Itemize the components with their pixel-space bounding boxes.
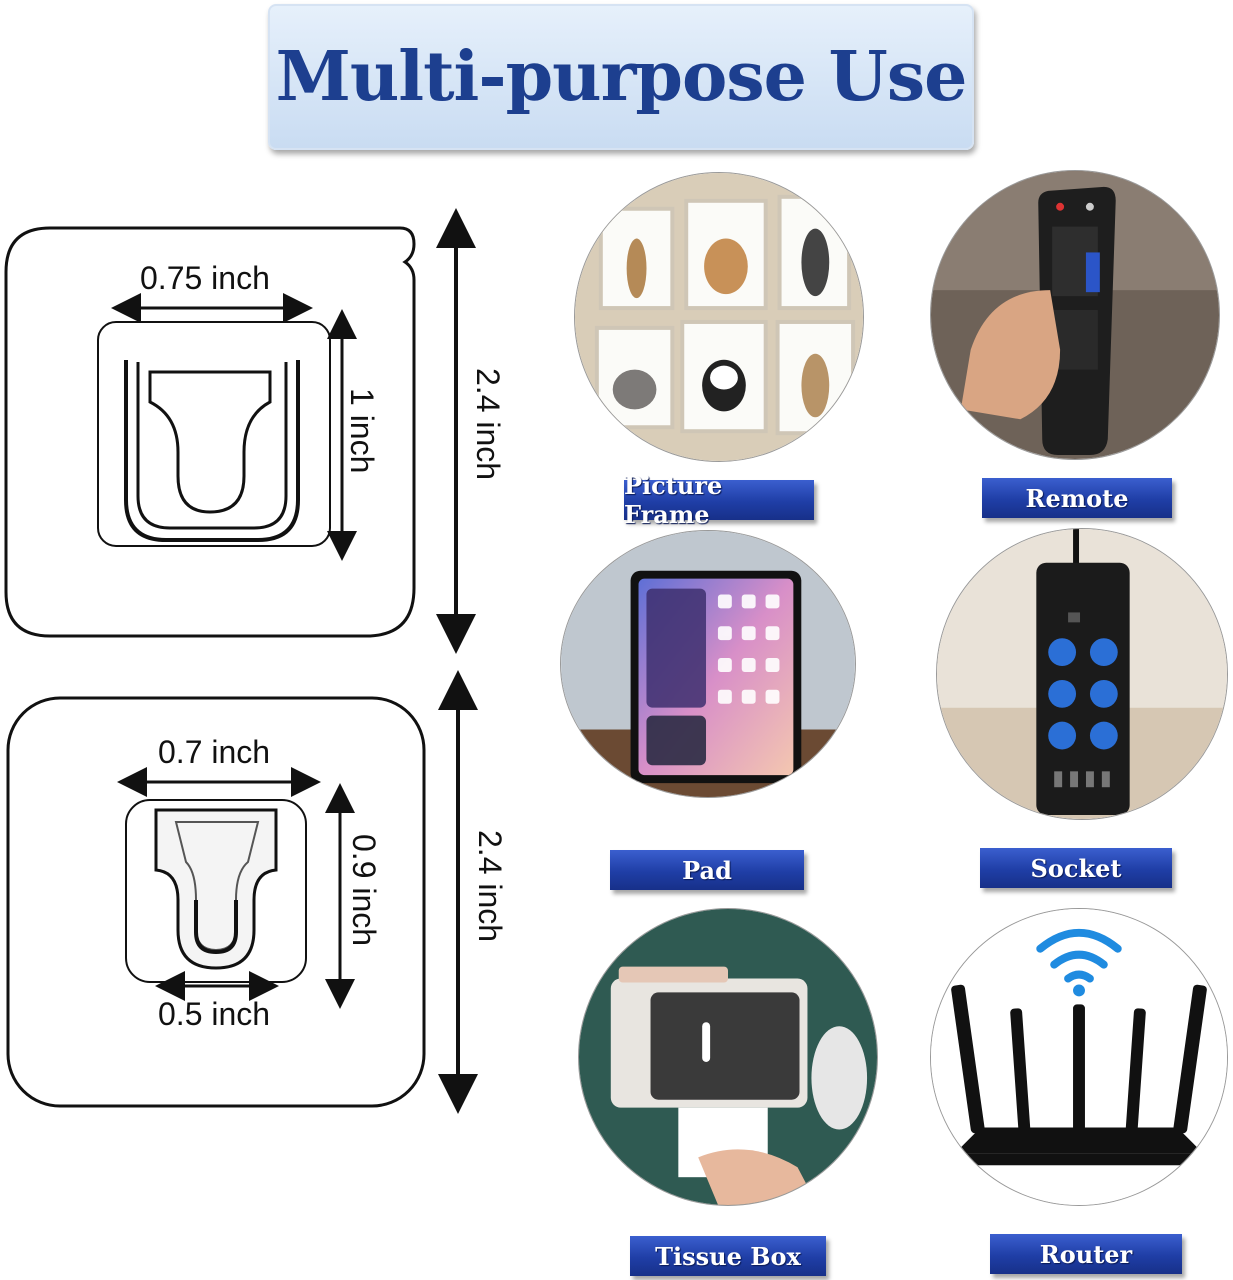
wifi-icon [1036, 928, 1122, 983]
large-hook-width-label: 0.75 inch [140, 260, 270, 296]
router-icon [931, 909, 1227, 1205]
dimension-drawing [4, 208, 478, 1114]
use-label-pad: Pad [610, 850, 804, 890]
use-label-socket: Socket [980, 848, 1172, 888]
tissue-box-photo [578, 908, 878, 1206]
use-label-picture-frame: Picture Frame [624, 471, 814, 529]
remote-photo [930, 170, 1220, 460]
router-photo [930, 908, 1228, 1206]
remote-icon [931, 171, 1219, 459]
tablet-photo [560, 530, 856, 798]
picture-frame-photo [574, 172, 864, 462]
small-hook-width-label: 0.7 inch [158, 734, 271, 770]
power-strip-icon [937, 529, 1227, 819]
title-banner: Multi-purpose Use [268, 4, 974, 150]
small-slot-width-label: 0.5 inch [158, 996, 271, 1032]
tissue-box-icon [579, 909, 877, 1205]
small-pad-size-label: 2.4 inch [472, 830, 508, 943]
large-hook-height-label: 1 inch [344, 388, 380, 474]
picture-frame-icon [575, 173, 863, 461]
banner-title: Multi-purpose Use [275, 37, 968, 117]
dimension-diagrams: 0.75 inch 1 inch 2.4 inch 0.7 inch 0.9 i… [0, 0, 560, 1280]
small-hook-height-label: 0.9 inch [346, 834, 382, 947]
use-label-tissue-box: Tissue Box [630, 1236, 826, 1276]
large-hook-pad [4, 208, 476, 654]
tablet-icon [561, 531, 855, 797]
large-pad-size-label: 2.4 inch [470, 368, 506, 481]
small-hook-pad [6, 670, 478, 1114]
use-label-router: Router [990, 1234, 1182, 1274]
use-label-remote: Remote [982, 478, 1172, 518]
power-strip-photo [936, 528, 1228, 820]
